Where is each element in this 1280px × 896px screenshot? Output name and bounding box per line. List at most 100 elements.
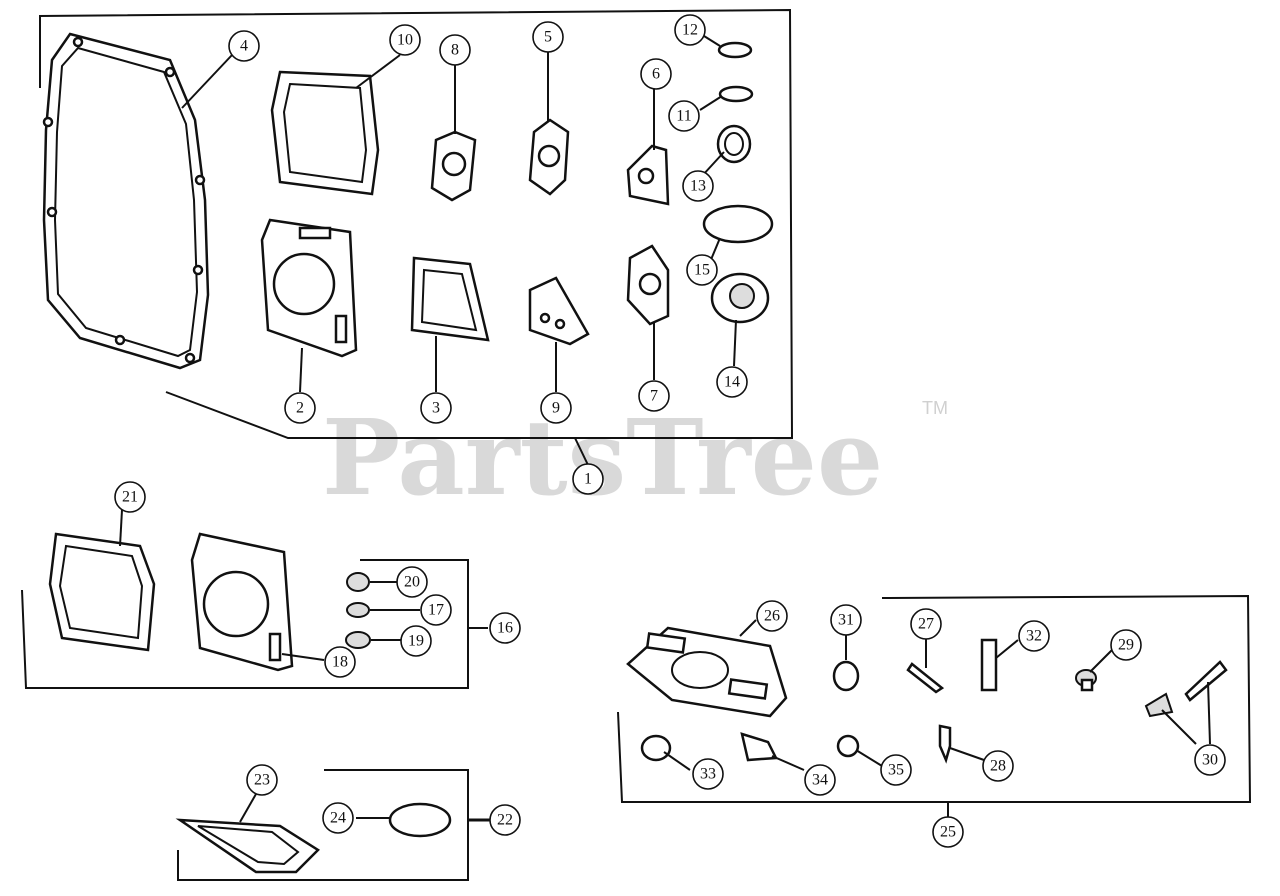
svg-text:12: 12 — [682, 22, 698, 39]
callout-7: 7 — [638, 380, 670, 412]
svg-text:13: 13 — [690, 178, 706, 195]
part-17-washer — [346, 602, 370, 618]
callout-31: 31 — [830, 604, 862, 636]
part-13-seal — [716, 124, 752, 164]
svg-text:33: 33 — [700, 766, 716, 783]
svg-text:4: 4 — [240, 38, 248, 55]
part-2-head-gasket — [260, 218, 358, 358]
callout-13: 13 — [682, 170, 714, 202]
callout-20: 20 — [396, 566, 428, 598]
callout-25: 25 — [932, 816, 964, 848]
callout-18: 18 — [324, 646, 356, 678]
svg-text:3: 3 — [432, 400, 440, 417]
svg-text:15: 15 — [694, 262, 710, 279]
callout-6: 6 — [640, 58, 672, 90]
callout-35: 35 — [880, 754, 912, 786]
part-11-washer — [718, 85, 754, 103]
callout-29: 29 — [1110, 629, 1142, 661]
kit-1-leaders — [181, 35, 737, 393]
callout-33: 33 — [692, 758, 724, 790]
svg-text:25: 25 — [940, 824, 956, 841]
kit-25-leaders — [663, 619, 1211, 771]
part-21-gasket — [48, 532, 156, 652]
svg-text:35: 35 — [888, 762, 904, 779]
svg-text:7: 7 — [650, 388, 658, 405]
callout-19: 19 — [400, 625, 432, 657]
svg-text:19: 19 — [408, 633, 424, 650]
part-32-tube — [980, 638, 998, 692]
callout-4: 4 — [228, 30, 260, 62]
callout-11: 11 — [668, 100, 700, 132]
svg-text:5: 5 — [544, 29, 552, 46]
callout-28: 28 — [982, 750, 1014, 782]
callout-16: 16 — [489, 612, 521, 644]
svg-text:8: 8 — [451, 42, 459, 59]
svg-text:27: 27 — [918, 616, 934, 633]
kit-25-frame — [617, 594, 1252, 818]
callout-17: 17 — [420, 594, 452, 626]
part-6-gasket — [626, 144, 670, 206]
svg-text:22: 22 — [497, 812, 513, 829]
svg-text:6: 6 — [652, 66, 660, 83]
part-24-o-ring — [388, 802, 452, 838]
part-10-gasket — [270, 70, 380, 196]
part-14-oil-seal — [710, 272, 770, 324]
part-19-washer — [345, 631, 371, 649]
part-34-bushing — [740, 732, 778, 762]
svg-text:21: 21 — [122, 489, 138, 506]
callout-30: 30 — [1194, 744, 1226, 776]
part-30-spring-needle — [1144, 660, 1228, 718]
svg-text:32: 32 — [1026, 628, 1042, 645]
part-27-pin — [906, 662, 945, 694]
part-18-head-gasket — [190, 532, 294, 672]
svg-text:11: 11 — [676, 108, 691, 125]
svg-text:10: 10 — [397, 32, 413, 49]
callout-14: 14 — [716, 366, 748, 398]
watermark-text: PartsTree — [322, 396, 883, 519]
callout-15: 15 — [686, 254, 718, 286]
svg-text:2: 2 — [296, 400, 304, 417]
callout-2: 2 — [284, 392, 316, 424]
part-4-crankcase-gasket — [42, 32, 210, 370]
svg-text:28: 28 — [990, 758, 1006, 775]
kit-22-frame — [177, 769, 490, 881]
svg-text:14: 14 — [724, 374, 740, 391]
svg-text:31: 31 — [838, 612, 854, 629]
svg-text:30: 30 — [1202, 752, 1218, 769]
svg-text:29: 29 — [1118, 637, 1134, 654]
svg-text:34: 34 — [812, 772, 828, 789]
part-8-gasket — [430, 130, 477, 202]
svg-text:9: 9 — [552, 400, 560, 417]
kit-16-frame — [21, 559, 488, 689]
watermark-tm: TM — [922, 398, 948, 418]
svg-text:26: 26 — [764, 608, 780, 625]
part-12-washer — [717, 41, 753, 59]
callout-9: 9 — [540, 392, 572, 424]
callout-12: 12 — [674, 14, 706, 46]
part-23-gasket — [175, 818, 320, 874]
kit-1-frame — [39, 8, 794, 466]
callout-27: 27 — [910, 608, 942, 640]
part-28-needle — [938, 724, 952, 764]
part-5-gasket — [528, 118, 570, 196]
part-3-gasket — [410, 256, 490, 342]
callout-3: 3 — [420, 392, 452, 424]
part-31-plug — [832, 660, 860, 692]
callout-22: 22 — [489, 804, 521, 836]
svg-text:24: 24 — [330, 810, 346, 827]
part-33-seal — [640, 734, 672, 762]
part-20-nut — [346, 572, 370, 592]
callout-23: 23 — [246, 764, 278, 796]
callout-5: 5 — [532, 21, 564, 53]
part-7-gasket — [626, 244, 670, 326]
svg-text:17: 17 — [428, 602, 444, 619]
callout-10: 10 — [389, 24, 421, 56]
part-29-screw — [1075, 669, 1097, 692]
callout-32: 32 — [1018, 620, 1050, 652]
svg-text:23: 23 — [254, 772, 270, 789]
svg-text:16: 16 — [497, 620, 513, 637]
callout-34: 34 — [804, 764, 836, 796]
callout-26: 26 — [756, 600, 788, 632]
callout-24: 24 — [322, 802, 354, 834]
